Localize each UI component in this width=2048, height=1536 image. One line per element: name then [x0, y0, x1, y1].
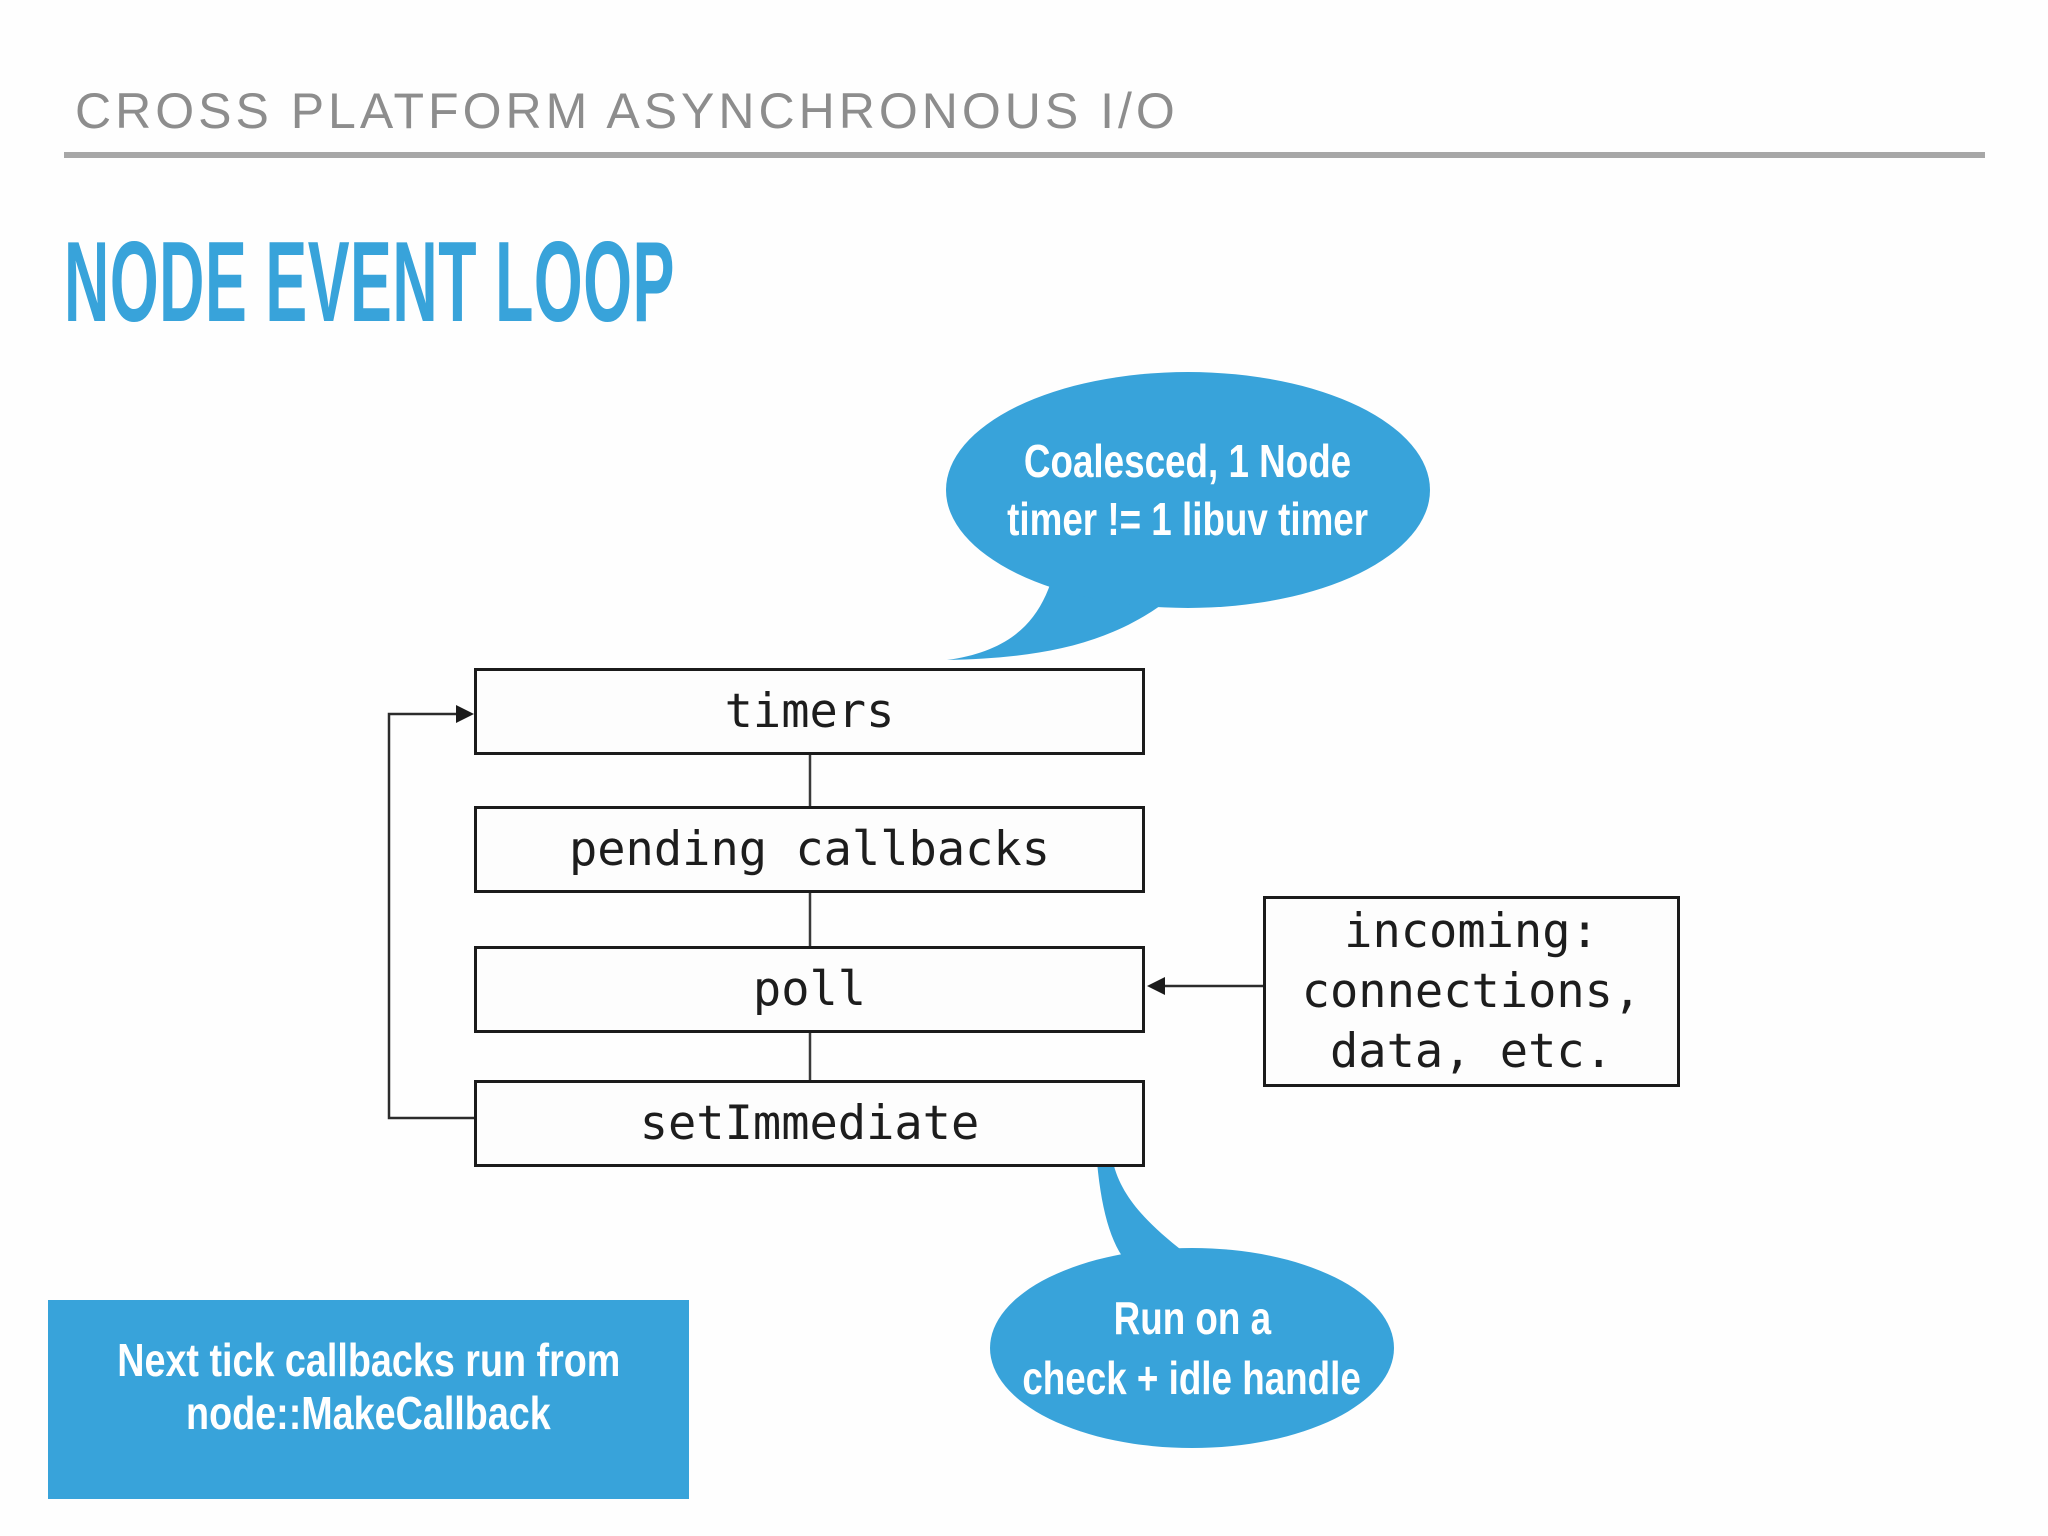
box-timers-label: timers [724, 684, 895, 739]
box-pending-callbacks: pending callbacks [474, 806, 1145, 893]
loop-arrowhead-icon [456, 705, 474, 723]
note-next-tick-line2: node::MakeCallback [186, 1386, 551, 1439]
box-pending-callbacks-label: pending callbacks [568, 822, 1051, 877]
box-incoming-line2: connections, [1301, 963, 1642, 1019]
box-poll: poll [474, 946, 1145, 1033]
callout-runon-bubble: Run on a check + idle handle [990, 1248, 1394, 1448]
loop-back-line [387, 712, 474, 1120]
callout-coalesced-bubble: Coalesced, 1 Node timer != 1 libuv timer [946, 372, 1430, 608]
header-divider [64, 152, 1985, 158]
callout-runon-line1: Run on a [1113, 1292, 1271, 1344]
page-title: NODE EVENT LOOP [64, 219, 675, 346]
incoming-arrowhead-icon [1147, 977, 1165, 995]
slide-kicker: CROSS PLATFORM ASYNCHRONOUS I/O [75, 83, 1179, 139]
box-incoming-line3: data, etc. [1330, 1023, 1613, 1079]
note-next-tick-line1: Next tick callbacks run from [116, 1333, 621, 1386]
note-next-tick: Next tick callbacks run from node::MakeC… [48, 1300, 689, 1499]
box-timers: timers [474, 668, 1145, 755]
box-incoming: incoming: connections, data, etc. [1263, 896, 1680, 1087]
box-incoming-line1: incoming: [1344, 903, 1599, 959]
box-poll-label: poll [752, 962, 867, 1017]
callout-coalesced-line1: Coalesced, 1 Node [1024, 435, 1352, 487]
callout-coalesced-line2: timer != 1 libuv timer [1007, 493, 1369, 545]
box-setimmediate: setImmediate [474, 1080, 1145, 1167]
callout-runon-line2: check + idle handle [1022, 1352, 1362, 1404]
box-setimmediate-label: setImmediate [639, 1096, 980, 1151]
